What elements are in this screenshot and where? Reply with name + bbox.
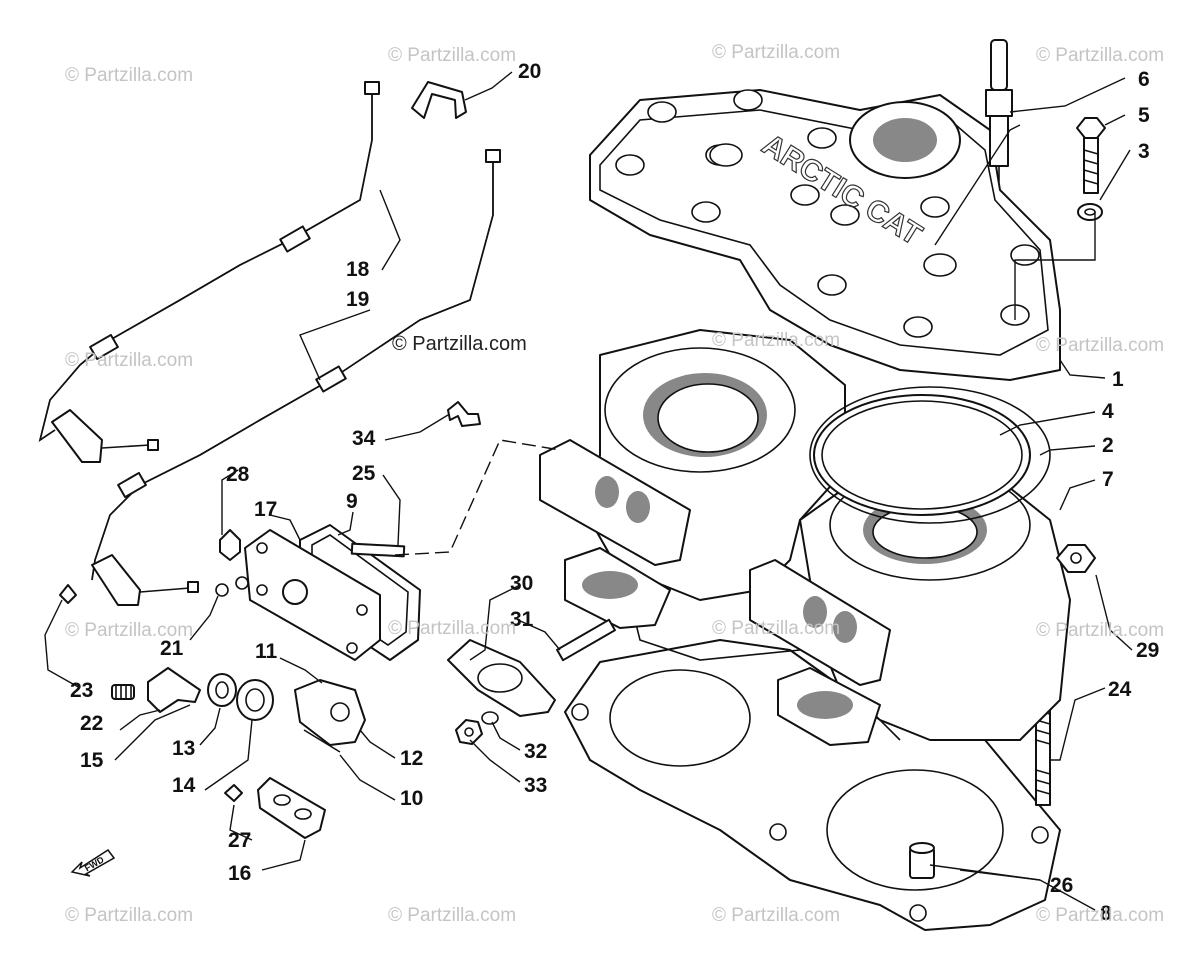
small-o-ring: [215, 576, 249, 597]
callout-32: 32: [524, 740, 547, 763]
callout-11: 11: [255, 640, 278, 663]
flange-stud: [556, 618, 616, 662]
watermark: © Partzilla.com: [65, 350, 194, 371]
callout-7: 7: [1102, 468, 1114, 491]
callout-4: 4: [1102, 400, 1114, 423]
callout-10: 10: [400, 787, 423, 810]
watermark: © Partzilla.com: [1036, 620, 1165, 641]
lever: [147, 667, 201, 713]
cover-plate: [244, 529, 381, 661]
bushing: [236, 679, 274, 721]
callout-16: 16: [228, 862, 251, 885]
lock-washer: [481, 711, 499, 725]
flange-nut: [1056, 544, 1096, 573]
cylinder-block: [539, 329, 1071, 746]
pump-shaft: [303, 729, 341, 753]
watermark: © Partzilla.com: [712, 42, 841, 63]
watermark: © Partzilla.com: [1036, 335, 1165, 356]
callout-1: 1: [1112, 368, 1124, 391]
throttle-cable-lower: [91, 149, 501, 606]
watermark: © Partzilla.com: [712, 905, 841, 926]
callout-14: 14: [172, 774, 196, 797]
flange-gasket: [447, 639, 556, 717]
callout-28: 28: [226, 463, 250, 486]
flange-nut-small: [455, 719, 483, 745]
callout-27: 27: [228, 829, 251, 852]
head-bolt: [1076, 117, 1106, 194]
callout-6: 6: [1138, 68, 1150, 91]
washer: [1077, 203, 1103, 221]
watermark: © Partzilla.com: [65, 65, 194, 86]
callout-30: 30: [510, 572, 533, 595]
callout-21: 21: [160, 637, 184, 660]
callout-19: 19: [346, 288, 369, 311]
callout-17: 17: [254, 498, 277, 521]
clip: [411, 81, 467, 119]
callout-34: 34: [352, 427, 376, 450]
throttle-cable-upper: [38, 81, 380, 463]
callout-22: 22: [80, 712, 103, 735]
callout-33: 33: [524, 774, 547, 797]
callout-9: 9: [346, 490, 358, 513]
fitting: [447, 401, 481, 427]
callout-29: 29: [1136, 639, 1159, 662]
callout-8: 8: [1100, 902, 1112, 925]
callout-12: 12: [400, 747, 423, 770]
pump-body: [294, 679, 366, 746]
pump-screw: [224, 784, 243, 802]
cover-nut: [219, 529, 241, 561]
watermark: © Partzilla.com: [1036, 45, 1165, 66]
watermark: © Partzilla.com: [388, 905, 517, 926]
head-gasket: [809, 386, 1051, 524]
callout-25: 25: [352, 462, 376, 485]
callout-5: 5: [1138, 104, 1150, 127]
callout-18: 18: [346, 258, 370, 281]
callout-23: 23: [70, 679, 93, 702]
watermark: © Partzilla.com: [712, 330, 841, 351]
watermark: © Partzilla.com: [712, 618, 841, 639]
callout-24: 24: [1108, 678, 1132, 701]
leader-lines: [44, 71, 1133, 911]
callout-2: 2: [1102, 434, 1114, 457]
screw: [59, 584, 77, 604]
callout-3: 3: [1138, 140, 1150, 163]
callout-31: 31: [510, 608, 534, 631]
forward-arrow-icon: FWD: [68, 842, 116, 878]
pump-gasket: [257, 777, 326, 839]
dowel-pin: [909, 842, 935, 879]
watermark: © Partzilla.com: [1036, 905, 1165, 926]
callout-15: 15: [80, 749, 104, 772]
base-gasket: [564, 639, 1061, 931]
o-ring: [813, 394, 1031, 516]
watermark: © Partzilla.com: [388, 45, 517, 66]
callout-26: 26: [1050, 874, 1073, 897]
callout-labels: 1 2 3 4 5 6 7 8 9 10 11 12 13 14 15 16 1…: [70, 60, 1159, 925]
center-watermark: © Partzilla.com: [392, 333, 527, 355]
callout-13: 13: [172, 737, 195, 760]
watermark: © Partzilla.com: [65, 905, 194, 926]
callout-20: 20: [518, 60, 541, 83]
watermark: © Partzilla.com: [388, 618, 517, 639]
cover-stud: [350, 542, 406, 558]
spring: [111, 684, 135, 700]
seal: [207, 673, 237, 707]
watermark: © Partzilla.com: [65, 620, 194, 641]
